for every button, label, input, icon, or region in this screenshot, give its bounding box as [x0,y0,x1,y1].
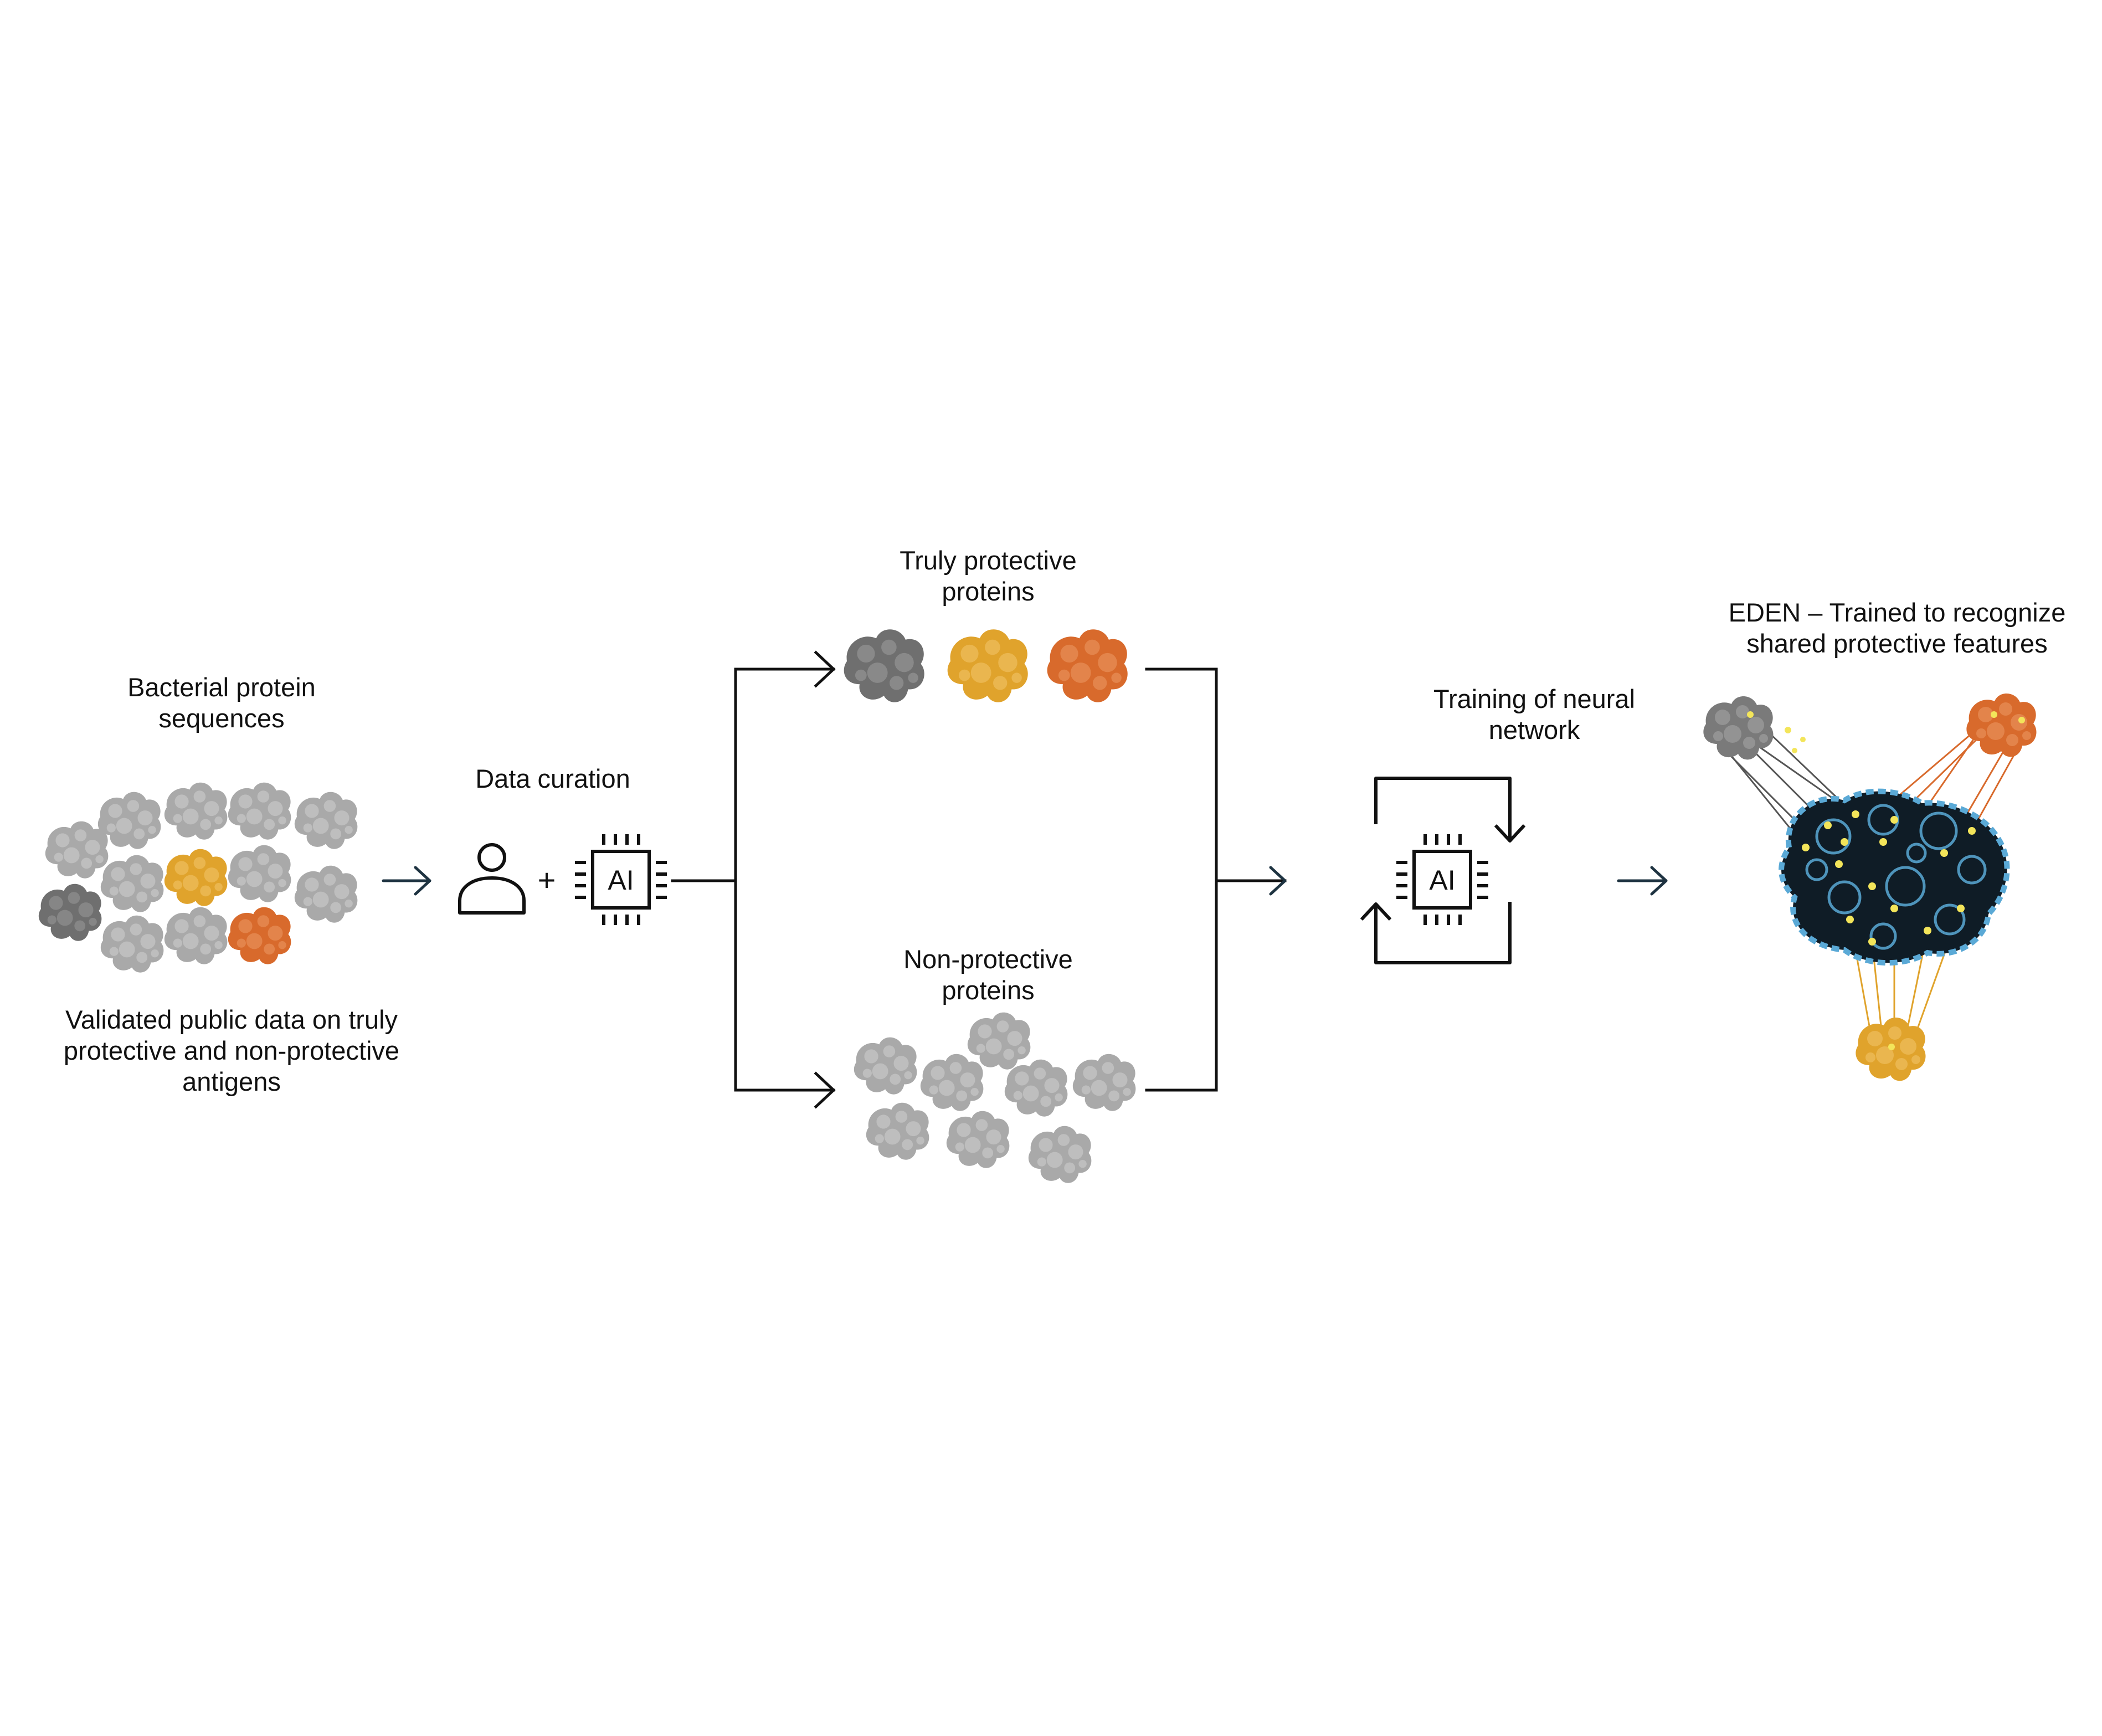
protein-grid [38,782,358,973]
protein-blob-icon [1072,1054,1136,1111]
person-icon [458,843,526,915]
curation-label: Data curation [475,764,630,793]
protein-blob-icon [946,1111,1010,1168]
protein-blob-icon [45,821,109,879]
validated-label-line-1: Validated public data on truly [65,1005,398,1034]
ai-chip-icon [575,834,667,925]
protein-blob-icon [228,782,291,840]
protein-blob-icon [164,907,228,964]
arrow-right-icon [1617,866,1668,896]
protein-blob-icon [844,629,924,702]
nonprotective-proteins [854,1012,1136,1183]
protein-blob-icon [164,849,228,906]
protein-blob-icon [1004,1059,1068,1117]
protein-blob-icon [1047,629,1128,702]
training-cycle-icon [1360,777,1526,964]
eden-label-line-1: EDEN – Trained to recognize [1729,598,2066,627]
arrow-right-icon [382,866,431,896]
protein-blob-icon [228,845,291,902]
sequences-label-line-2: sequences [158,703,284,733]
protective-label-line-1: Truly protective [900,546,1077,575]
eden-network-icon [1703,693,2037,1081]
protein-blob-icon [1028,1126,1092,1183]
protein-blob-icon [100,915,164,973]
protective-proteins [844,629,1128,702]
merge-connector [1145,667,1287,1092]
ai-chip-icon [1396,834,1488,925]
curation-chip-text: AI [608,865,634,896]
protein-blob-icon [294,865,358,923]
training-label-line-1: Training of neural [1433,684,1635,713]
protein-blob-icon [947,629,1028,702]
protein-blob-icon [164,782,228,840]
protein-blob-icon [854,1037,917,1095]
validated-label-line-3: antigens [182,1067,281,1096]
protective-label-line-2: proteins [942,577,1034,606]
protein-blob-icon [38,884,102,941]
protein-blob-icon [100,855,164,912]
training-label-line-2: network [1489,715,1580,744]
protein-blob-icon [920,1054,984,1111]
protein-blob-icon [866,1102,929,1160]
training-chip-text: AI [1429,865,1455,896]
arrow-right-icon [1269,866,1287,896]
nonprotective-label-line-1: Non-protective [903,944,1073,974]
branch-connector [671,650,836,1109]
eden-label-line-2: shared protective features [1746,629,2047,658]
plus-operator: + [538,862,556,897]
protein-blob-icon [294,792,358,849]
nonprotective-label-line-2: proteins [942,975,1034,1005]
protein-blob-icon [228,907,291,964]
validated-label-line-2: protective and non-protective [64,1036,399,1065]
protein-blob-icon [1966,693,2037,757]
protein-blob-icon [967,1012,1031,1070]
sequences-label-line-1: Bacterial protein [127,672,316,702]
